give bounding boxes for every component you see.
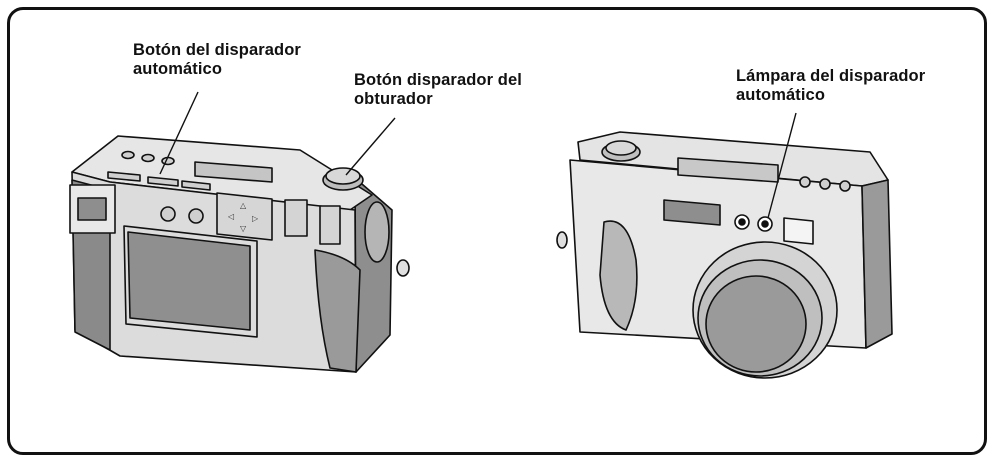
- leader-self-timer-button: [159, 91, 199, 175]
- label-self-timer-lamp-line1: Lámpara del disparador: [736, 67, 926, 85]
- label-self-timer-button-line2: automático: [133, 60, 223, 78]
- label-shutter-release-button-line1: Botón disparador del: [354, 71, 522, 89]
- svg-text:◁: ◁: [227, 212, 234, 221]
- svg-text:▷: ▷: [252, 214, 259, 223]
- camera-rear-view: △ ◁ ▷ ▽: [69, 135, 410, 373]
- label-self-timer-lamp-line2: automático: [736, 86, 826, 104]
- leader-self-timer-lamp: [767, 112, 797, 219]
- label-shutter-release-button-line2: obturador: [354, 90, 433, 108]
- leader-shutter-release-button: [345, 117, 396, 176]
- label-self-timer-button: Botón del disparador automático: [133, 41, 301, 79]
- svg-text:▽: ▽: [240, 224, 247, 233]
- svg-text:△: △: [240, 201, 247, 210]
- label-self-timer-button-line1: Botón del disparador: [133, 41, 301, 59]
- camera-front-view: [556, 131, 893, 379]
- label-shutter-release-button: Botón disparador del obturador: [354, 71, 522, 109]
- label-self-timer-lamp: Lámpara del disparador automático: [736, 67, 925, 105]
